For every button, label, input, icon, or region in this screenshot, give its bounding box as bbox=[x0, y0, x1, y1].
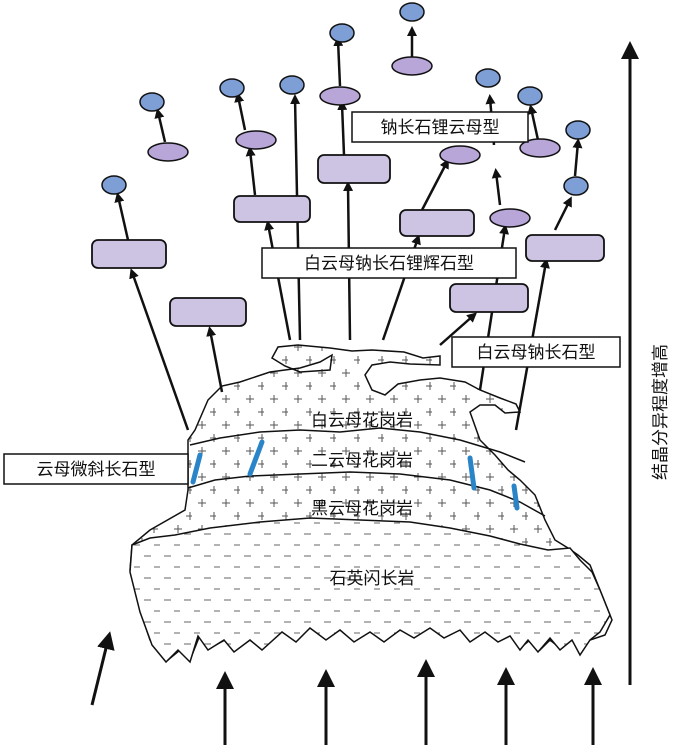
arrow bbox=[420, 158, 449, 211]
arrow bbox=[245, 146, 257, 196]
mineral-ellipse bbox=[139, 92, 165, 112]
bottom-arrows bbox=[90, 631, 602, 745]
mineral-ellipse bbox=[399, 2, 425, 22]
quartz-diorite-fill bbox=[129, 517, 611, 664]
purple-ellipses bbox=[147, 56, 561, 228]
label-mica-microcline: 云母微斜长石型 bbox=[37, 460, 156, 480]
mineral-ellipse bbox=[147, 142, 189, 162]
label-muscovite-granite: 白云母花岗岩 bbox=[311, 411, 413, 431]
label-muscovite-albite: 白云母钠长石型 bbox=[477, 343, 596, 363]
label-box-muscovite-albite-spodumene: 白云母钠长石锂辉石型 bbox=[261, 247, 517, 279]
mineral-ellipse bbox=[517, 86, 543, 106]
mineral-ellipse bbox=[219, 78, 245, 98]
pegmatite-block bbox=[449, 283, 529, 313]
mineral-ellipse bbox=[563, 176, 589, 196]
mineral-ellipse bbox=[279, 75, 305, 95]
mineral-ellipse bbox=[475, 68, 501, 88]
blue-ellipses bbox=[101, 2, 591, 196]
pegmatite-blocks bbox=[91, 154, 605, 327]
vein bbox=[190, 452, 203, 485]
pegmatite-block bbox=[169, 297, 247, 327]
mineral-ellipse bbox=[391, 56, 433, 76]
contact-twomica-biotite bbox=[187, 471, 546, 517]
label-two-mica-granite: 二云母花岗岩 bbox=[311, 451, 413, 471]
arrow bbox=[234, 92, 247, 131]
mineral-ellipse bbox=[101, 175, 127, 195]
arrow bbox=[114, 192, 130, 241]
pegmatite-block bbox=[233, 195, 311, 223]
mineral-ellipse bbox=[519, 138, 561, 158]
arrow bbox=[439, 312, 477, 346]
mineral-ellipse bbox=[565, 120, 591, 140]
label-box-muscovite-albite: 白云母钠长石型 bbox=[451, 336, 621, 368]
arrow bbox=[206, 326, 224, 393]
vein bbox=[511, 483, 520, 511]
mineral-ellipse bbox=[439, 145, 481, 165]
arrow bbox=[527, 104, 540, 141]
chain-arrows bbox=[114, 26, 583, 241]
label-albite-lepidolite: 钠长石锂云母型 bbox=[381, 118, 500, 138]
contact-muscovite-twomica bbox=[189, 427, 526, 463]
rock-body bbox=[129, 344, 613, 664]
mineral-ellipse bbox=[489, 208, 531, 228]
mineral-ellipse bbox=[329, 23, 355, 43]
label-box-mica-microcline: 云母微斜长石型 bbox=[3, 453, 189, 485]
axis-label: 结晶分异程度增高 bbox=[651, 344, 671, 480]
arrow bbox=[154, 108, 167, 143]
vein bbox=[247, 439, 265, 477]
arrow bbox=[129, 268, 190, 431]
label-biotite-granite: 黑云母花岗岩 bbox=[311, 499, 413, 519]
label-muscovite-albite-spodumene: 白云母钠长石锂辉石型 bbox=[304, 254, 474, 274]
arrow bbox=[572, 138, 583, 177]
label-quartz-diorite: 石英闪长岩 bbox=[330, 569, 415, 589]
arrow bbox=[264, 220, 292, 341]
arrow bbox=[337, 100, 348, 156]
mineral-ellipse bbox=[319, 86, 361, 106]
arrow bbox=[90, 631, 115, 706]
arrow bbox=[333, 36, 344, 87]
pegmatite-block bbox=[317, 154, 391, 184]
arrow bbox=[491, 168, 502, 206]
arrow bbox=[553, 196, 572, 231]
label-box-albite-lepidolite: 钠长石锂云母型 bbox=[351, 111, 529, 143]
mineral-ellipse bbox=[235, 130, 277, 150]
pegmatite-block bbox=[91, 239, 167, 269]
vein bbox=[467, 455, 477, 491]
pegmatite-block bbox=[399, 209, 475, 237]
pegmatite-block bbox=[525, 234, 605, 262]
